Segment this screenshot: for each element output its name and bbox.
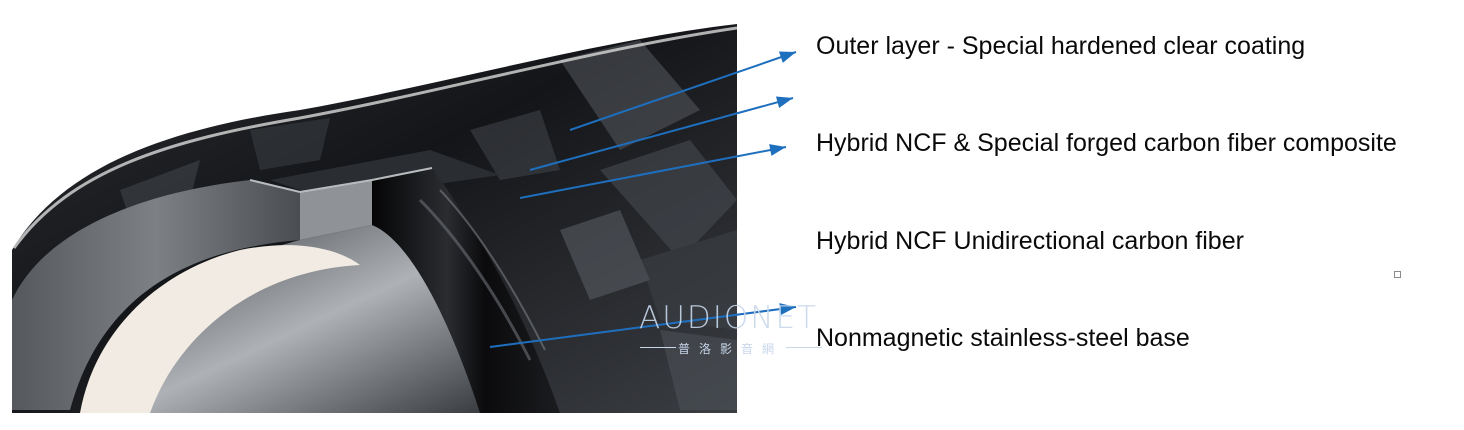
- watermark-rule-right: [786, 347, 822, 348]
- steel-inner-bore: [80, 245, 360, 413]
- watermark-subtext: 普洛影音網: [678, 342, 784, 356]
- arrow-unidirectional-fiber-line: [519, 146, 787, 199]
- small-square-mark: [1394, 271, 1401, 278]
- arrow-outer-layer-head: [778, 51, 796, 63]
- forged-texture: [120, 40, 737, 410]
- label-forged-composite: Hybrid NCF & Special forged carbon fiber…: [816, 129, 1397, 157]
- arrow-forged-composite-head: [775, 96, 793, 109]
- arrow-steel-base-line: [489, 306, 797, 348]
- arrow-group: [489, 51, 797, 348]
- label-steel-base: Nonmagnetic stainless-steel base: [816, 324, 1190, 352]
- arrow-outer-layer-line: [569, 51, 797, 131]
- watermark-text: AUDIONET: [639, 300, 819, 336]
- section-outer-ring: [12, 180, 300, 410]
- arrow-steel-base-head: [779, 303, 796, 316]
- unidirectional-band: [372, 168, 560, 413]
- label-unidirectional-fiber: Hybrid NCF Unidirectional carbon fiber: [816, 227, 1244, 255]
- arrow-forged-composite-line: [529, 97, 794, 171]
- photo-region: [12, 24, 737, 413]
- label-outer-layer: Outer layer - Special hardened clear coa…: [816, 32, 1306, 60]
- arrow-unidirectional-fiber-head: [769, 144, 786, 156]
- watermark-rule-left: [640, 347, 676, 348]
